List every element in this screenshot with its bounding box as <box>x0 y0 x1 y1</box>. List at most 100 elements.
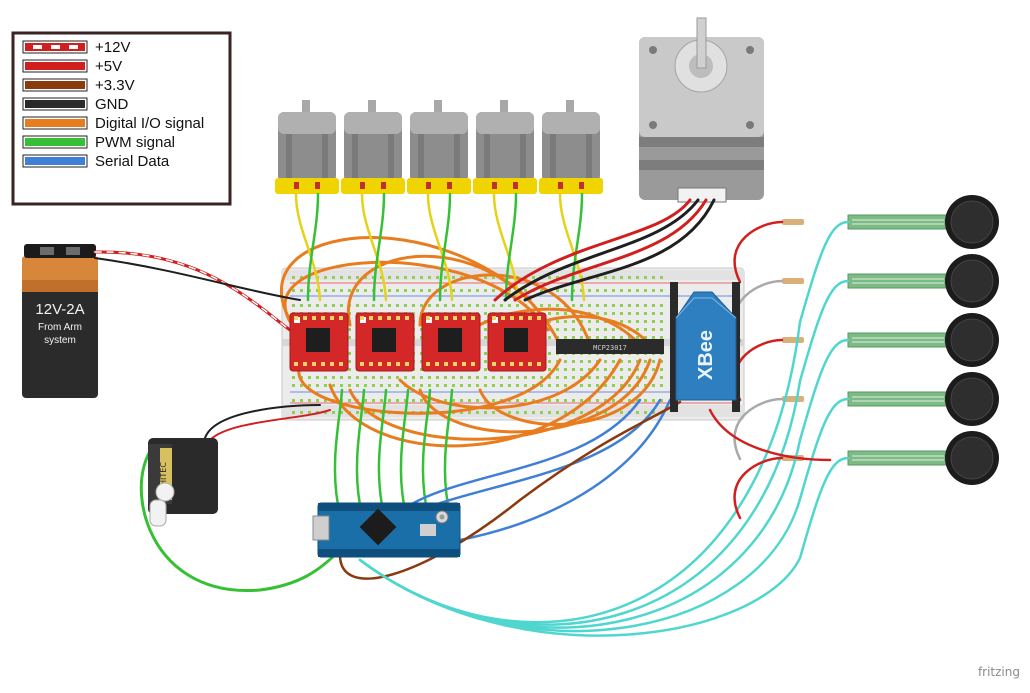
breadboard-hole <box>564 289 567 292</box>
breadboard-hole <box>532 376 535 379</box>
breadboard-hole <box>380 304 383 307</box>
dc-motor <box>473 100 537 194</box>
wire-motor-lead <box>426 192 454 302</box>
breadboard-hole <box>380 399 383 402</box>
breadboard-hole <box>604 276 607 279</box>
motor-terminal <box>492 182 497 189</box>
breadboard-hole <box>484 411 487 414</box>
breadboard-hole <box>580 320 583 323</box>
breadboard-hole <box>404 289 407 292</box>
breadboard-hole <box>428 289 431 292</box>
breadboard-hole <box>628 384 631 387</box>
legend-swatch-dash <box>69 45 78 49</box>
wire-stepper <box>503 198 700 302</box>
breadboard-hole <box>564 368 567 371</box>
breadboard-hole <box>612 384 615 387</box>
motor-terminal-plate <box>275 178 339 194</box>
motor-terminal <box>315 182 320 189</box>
breadboard-hole <box>340 384 343 387</box>
breadboard-hole <box>612 328 615 331</box>
breadboard-hole <box>604 289 607 292</box>
breadboard-hole <box>572 399 575 402</box>
force-sensors <box>782 195 999 485</box>
motor-rib <box>550 134 556 180</box>
breadboard-hole <box>484 376 487 379</box>
sensor-pad-inner <box>950 318 994 362</box>
breadboard-hole <box>412 304 415 307</box>
breadboard-hole <box>532 399 535 402</box>
motor-rib <box>322 134 328 180</box>
driver-pin <box>492 362 496 366</box>
breadboard-hole <box>652 304 655 307</box>
breadboard-hole <box>308 376 311 379</box>
sensor-tail <box>847 332 949 348</box>
driver-ic <box>504 328 528 352</box>
breadboard-hole <box>316 376 319 379</box>
legend-label: PWM signal <box>95 134 175 151</box>
xbee-module: XBee <box>670 282 740 412</box>
breadboard-hole <box>388 276 391 279</box>
breadboard-hole <box>596 289 599 292</box>
breadboard-hole <box>292 289 295 292</box>
breadboard-hole <box>532 276 535 279</box>
breadboard-hole <box>380 384 383 387</box>
motor-shaft <box>368 100 376 116</box>
breadboard-hole <box>620 368 623 371</box>
breadboard-hole <box>604 304 607 307</box>
wire-pwm <box>421 388 432 507</box>
wire-digital-io <box>398 358 602 410</box>
breadboard-hole <box>620 376 623 379</box>
breadboard-hole <box>516 399 519 402</box>
dc-motor <box>539 100 603 194</box>
breadboard-hole <box>660 276 663 279</box>
motor-rib <box>286 134 292 180</box>
breadboard-hole <box>484 360 487 363</box>
driver-pin <box>330 316 334 320</box>
breadboard-hole <box>660 336 663 339</box>
breadboard-hole <box>564 376 567 379</box>
breadboard-hole <box>652 368 655 371</box>
wire-pwm <box>399 388 410 507</box>
breadboard-hole <box>636 328 639 331</box>
driver-pin <box>462 362 466 366</box>
breadboard-hole <box>372 411 375 414</box>
breadboard-hole <box>644 376 647 379</box>
breadboard-hole <box>620 320 623 323</box>
breadboard-hole <box>572 336 575 339</box>
driver-pin <box>387 362 391 366</box>
breadboard-hole <box>612 276 615 279</box>
driver-pin <box>294 316 298 320</box>
breadboard-hole <box>524 399 527 402</box>
breadboard-hole <box>636 399 639 402</box>
breadboard-hole <box>492 289 495 292</box>
breadboard-hole <box>436 304 439 307</box>
wire-pwm <box>333 388 344 507</box>
breadboard-hole <box>516 304 519 307</box>
breadboard-hole <box>604 312 607 315</box>
breadboard-hole <box>604 368 607 371</box>
breadboard-hole <box>556 320 559 323</box>
wire-digital-io <box>297 358 562 415</box>
driver-pin <box>321 362 325 366</box>
breadboard-hole <box>332 411 335 414</box>
breadboard-hole <box>412 289 415 292</box>
breadboard-hole <box>340 276 343 279</box>
legend-swatch-fill <box>25 138 85 146</box>
breadboard-hole <box>548 328 551 331</box>
breadboard-hole <box>644 336 647 339</box>
breadboard-hole <box>324 376 327 379</box>
driver-pin <box>312 316 316 320</box>
wire-digital-io <box>280 236 532 322</box>
breadboard-hole <box>356 276 359 279</box>
motor-terminal <box>447 182 452 189</box>
wire-gnd <box>94 257 301 301</box>
breadboard-hole <box>460 376 463 379</box>
driver-pin <box>303 316 307 320</box>
breadboard-hole <box>316 289 319 292</box>
driver-pin <box>330 362 334 366</box>
breadboard-hole <box>356 384 359 387</box>
driver-pin <box>387 316 391 320</box>
driver-ic <box>306 328 330 352</box>
driver-pin <box>396 362 400 366</box>
